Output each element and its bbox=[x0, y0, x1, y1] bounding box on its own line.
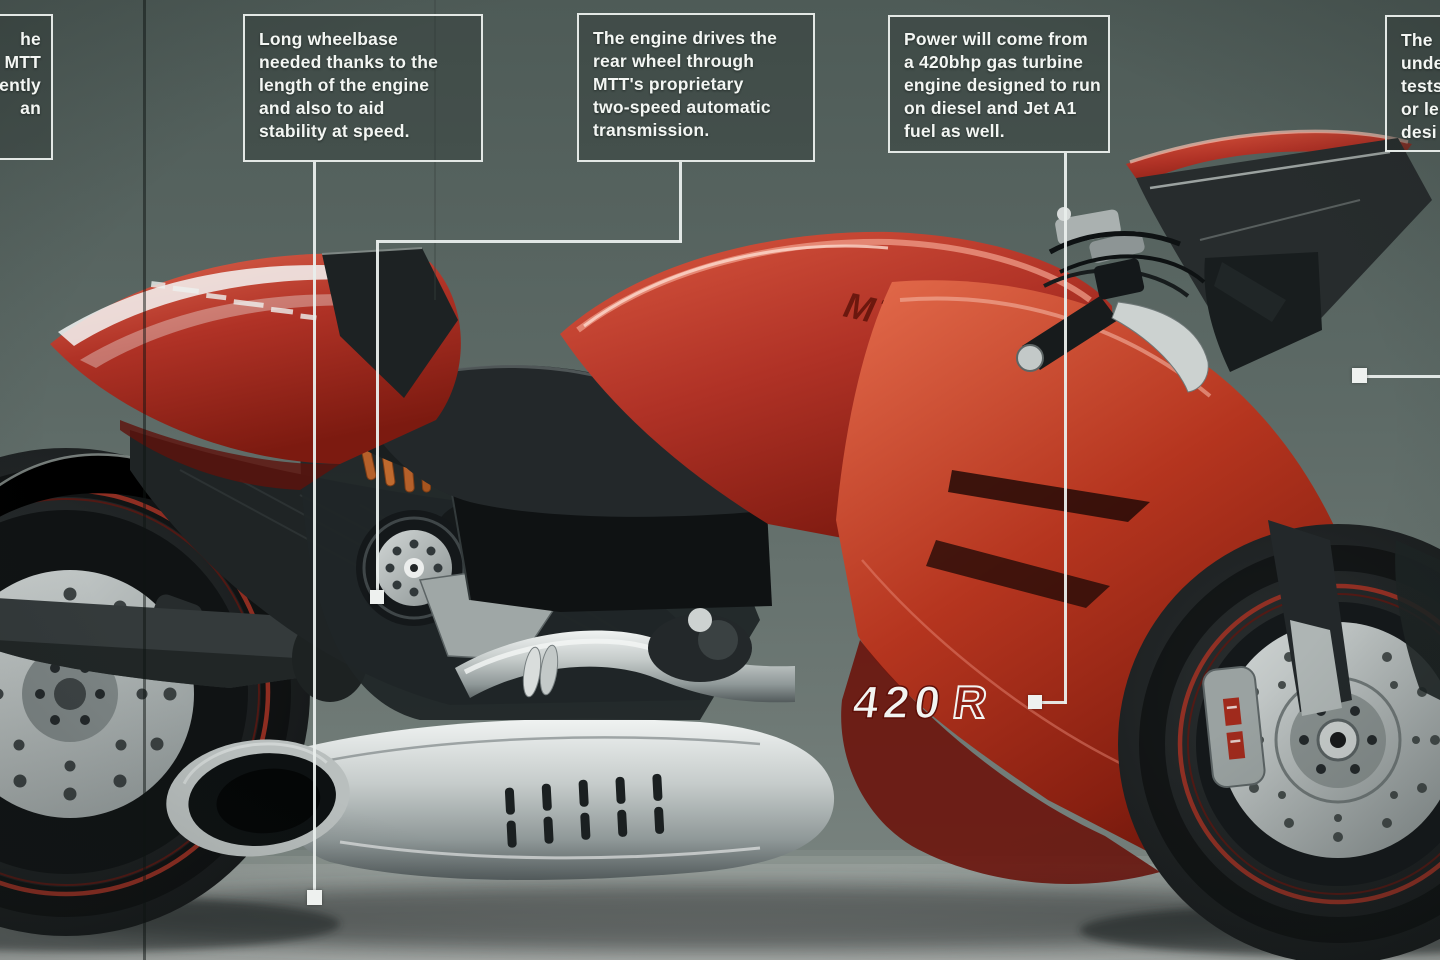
callout-left-partial: he MTT ently an bbox=[0, 14, 53, 160]
connector-line-power-v bbox=[1064, 153, 1067, 704]
callout-text-line: transmission. bbox=[593, 120, 710, 140]
callout-text-line: a 420bhp gas turbine bbox=[904, 52, 1084, 72]
bar-end bbox=[1016, 344, 1044, 372]
connector-line-wheelbase bbox=[313, 162, 316, 898]
callout-text-line: The bbox=[1401, 30, 1433, 50]
endpoint-marker-wheelbase bbox=[307, 890, 322, 905]
callout-text-line: tests bbox=[1401, 76, 1440, 96]
callout-text-line: needed thanks to the bbox=[259, 52, 439, 72]
callout-text-line: ently bbox=[0, 75, 41, 95]
callout-text-line: Long wheelbase bbox=[259, 29, 398, 49]
callout-text-line: an bbox=[20, 98, 41, 118]
exhaust-heat-shield bbox=[282, 718, 835, 881]
callout-text-line: desi bbox=[1401, 122, 1437, 142]
callout-text-line: two-speed automatic bbox=[593, 97, 771, 117]
model-badge-number: 420 bbox=[850, 676, 949, 728]
callout-right-partial: The unde tests or le desi bbox=[1385, 15, 1440, 152]
callout-text-line: unde bbox=[1401, 53, 1440, 73]
callout-text-line: he bbox=[20, 29, 41, 49]
callout-text-line: length of the engine bbox=[259, 75, 430, 95]
connector-line-right-partial bbox=[1367, 375, 1440, 378]
connector-line-transmission-h bbox=[377, 240, 682, 243]
callout-text-line: MTT bbox=[4, 52, 41, 72]
callout-text-line: stability at speed. bbox=[259, 121, 410, 141]
connector-line-transmission-v2 bbox=[376, 240, 379, 592]
callout-wheelbase: Long wheelbase needed thanks to the leng… bbox=[243, 14, 483, 162]
callout-text-line: The engine drives the bbox=[593, 28, 778, 48]
connector-line-transmission-v1 bbox=[679, 162, 682, 242]
model-badge: 420 R bbox=[849, 675, 991, 729]
callout-text-line: engine designed to run bbox=[904, 75, 1101, 95]
front-brake-caliper bbox=[1202, 665, 1266, 789]
callout-text-line: rear wheel through bbox=[593, 51, 755, 71]
callout-text-line: MTT's proprietary bbox=[593, 74, 744, 94]
endpoint-marker-right-partial bbox=[1352, 368, 1367, 383]
callout-text-line: Power will come from bbox=[904, 29, 1088, 49]
callout-text-line: fuel as well. bbox=[904, 121, 1005, 141]
endpoint-marker-power bbox=[1028, 695, 1042, 709]
endpoint-marker-transmission bbox=[370, 590, 384, 604]
callout-text-line: or le bbox=[1401, 99, 1439, 119]
callout-text-line: and also to aid bbox=[259, 98, 385, 118]
connector-line-power-h bbox=[1040, 701, 1066, 704]
callout-text-line: on diesel and Jet A1 bbox=[904, 98, 1077, 118]
callout-power: Power will come from a 420bhp gas turbin… bbox=[888, 15, 1110, 153]
callout-transmission: The engine drives the rear wheel through… bbox=[577, 13, 815, 162]
